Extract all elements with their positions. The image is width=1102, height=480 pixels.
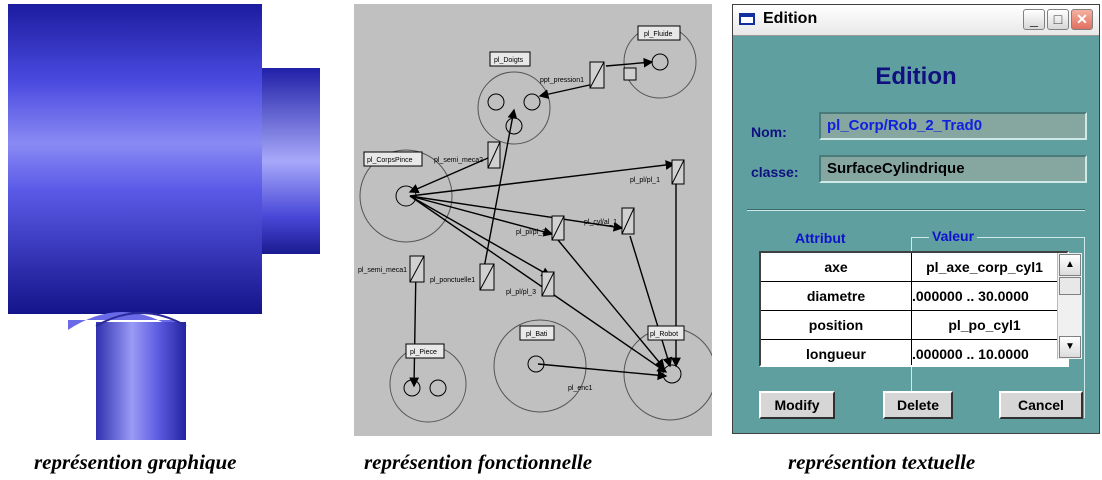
label-pl2: pl_pl/pl_2 [516, 229, 546, 236]
window-title: Edition [763, 10, 818, 27]
label-doigts: pl_Doigts [494, 57, 524, 64]
attr-cell: longueur [761, 340, 912, 365]
value-cell[interactable]: .000000 .. 10.0000 [912, 346, 1029, 362]
label-corps: pl_CorpsPince [367, 157, 413, 164]
label-piece: pl_Piece [410, 349, 437, 356]
value-cell[interactable]: .000000 .. 30.0000 [912, 288, 1029, 304]
edition-window: Edition _ □ ✕ Edition Nom: pl_Corp/Rob_2… [732, 4, 1100, 434]
window-icon [739, 13, 755, 25]
value-cell[interactable]: pl_po_cyl1 [948, 317, 1021, 333]
label-ponctuelle: pl_ponctuelle1 [430, 277, 475, 284]
node-circle-corps [359, 149, 453, 243]
valeur-column-header: Valeur [929, 228, 978, 244]
maximize-icon[interactable]: □ [1047, 9, 1069, 30]
functional-diagram: pl_Fluide pl_Doigts ppt_pression1 pl_Cor… [354, 4, 712, 436]
caption-graphic: représention graphique [34, 450, 237, 474]
table-row[interactable]: position pl_po_cyl1 [761, 311, 1061, 340]
graphic-representation [8, 4, 320, 440]
label-pression: ppt_pression1 [540, 77, 584, 84]
attr-cell: axe [761, 253, 912, 281]
cylinder-body [8, 4, 262, 314]
label-fluide: pl_Fluide [644, 31, 673, 38]
label-pl1: pl_pl/pl_1 [630, 177, 660, 184]
node-circle-bati [493, 319, 587, 413]
value-cell[interactable]: pl_axe_corp_cyl1 [926, 259, 1043, 275]
label-bati: pl_Bati [526, 331, 548, 338]
delete-button[interactable]: Delete [883, 391, 953, 419]
scroll-down-icon[interactable]: ▼ [1059, 336, 1081, 358]
table-scrollbar[interactable]: ▲ ▼ [1057, 253, 1082, 359]
node-circle-doigts [477, 71, 551, 145]
attr-cell: diametre [761, 282, 912, 310]
attribute-table: axe pl_axe_corp_cyl1 diametre .000000 ..… [759, 251, 1069, 367]
attribut-column-header: Attribut [795, 230, 846, 246]
classe-field[interactable]: SurfaceCylindrique [819, 155, 1087, 183]
edition-heading: Edition [875, 63, 957, 90]
table-row[interactable]: diametre .000000 .. 30.0000 [761, 282, 1061, 311]
title-bar[interactable]: Edition _ □ ✕ [733, 5, 1099, 36]
classe-label: classe: [751, 164, 799, 180]
label-semi-meca1: pl_semi_meca1 [358, 267, 407, 274]
close-icon[interactable]: ✕ [1071, 9, 1093, 30]
caption-textual: représention textuelle [788, 450, 976, 474]
minimize-icon[interactable]: _ [1023, 9, 1045, 30]
label-semi-meca2: pl_semi_meca2 [434, 157, 483, 164]
cylinder-bottom-collar [68, 312, 176, 330]
label-cyl: pl_cyl/al_1 [584, 219, 617, 226]
divider [747, 209, 1085, 211]
label-enc: pl_enc1 [568, 385, 593, 392]
scroll-up-icon[interactable]: ▲ [1059, 254, 1081, 276]
nom-field[interactable]: pl_Corp/Rob_2_Trad0 [819, 112, 1087, 140]
modify-button[interactable]: Modify [759, 391, 835, 419]
label-robot: pl_Robot [650, 331, 678, 338]
cancel-button[interactable]: Cancel [999, 391, 1083, 419]
scroll-thumb[interactable] [1059, 277, 1081, 295]
cylinder-side-boss [262, 68, 320, 254]
table-row[interactable]: longueur .000000 .. 10.0000 [761, 340, 1061, 365]
caption-functional: représention fonctionnelle [364, 450, 593, 474]
label-pl3: pl_pl/pl_3 [506, 289, 536, 296]
attr-cell: position [761, 311, 912, 339]
nom-label: Nom: [751, 124, 787, 140]
cylinder-bottom-stub [96, 322, 186, 440]
table-row[interactable]: axe pl_axe_corp_cyl1 [761, 253, 1061, 282]
